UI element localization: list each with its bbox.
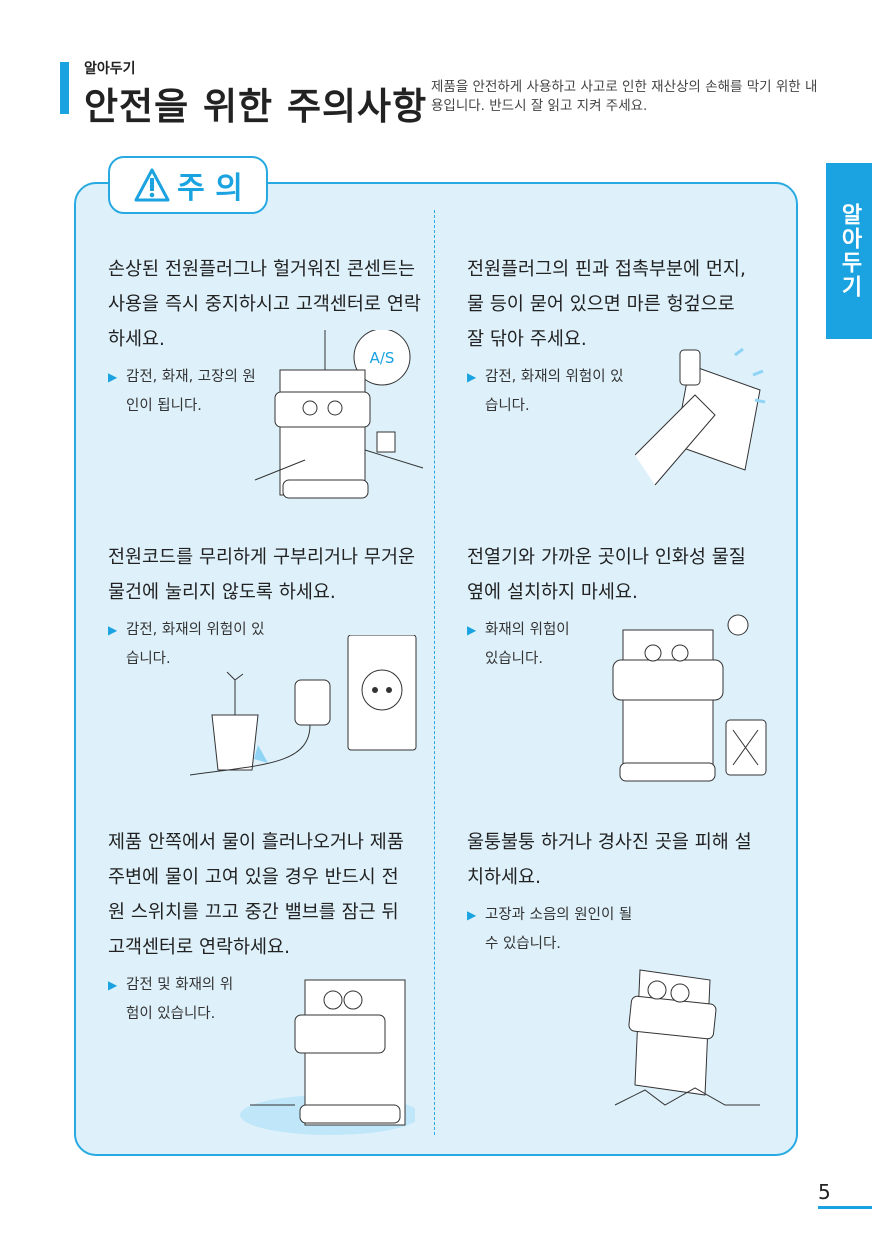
caution-item: 손상된 전원플러그나 헐거워진 콘센트는 사용을 즉시 중지하시고 고객센터로 … (108, 252, 428, 421)
caution-label: 주 의 (177, 171, 243, 206)
purifier-on-uneven-floor-illustration (614, 969, 760, 1106)
caution-item: 전열기와 가까운 곳이나 인화성 물질 옆에 설치하지 마세요. 화재의 위험이… (467, 540, 767, 674)
caution-note: 감전, 화재의 위험이 있습니다. (467, 363, 627, 421)
caution-note: 감전 및 화재의 위험이 있습니다. (108, 971, 243, 1029)
caution-text: 손상된 전원플러그나 헐거워진 콘센트는 사용을 즉시 중지하시고 고객센터로 … (108, 259, 421, 350)
section-kicker: 알아두기 (84, 61, 136, 77)
intro-text: 제품을 안전하게 사용하고 사고로 인한 재산상의 손해를 막기 위한 내용입니… (431, 79, 818, 114)
leaking-purifier-illustration (240, 979, 415, 1135)
warning-triangle-icon (134, 168, 170, 202)
caution-text: 울퉁불퉁 하거나 경사진 곳을 피해 설치하세요. (467, 832, 752, 888)
caution-note: 감전, 화재의 위험이 있습니다. (108, 616, 268, 674)
caution-note: 화재의 위험이 있습니다. (467, 616, 587, 674)
water-purifier-damaged-plug-illustration: A/S (254, 330, 424, 499)
caution-item: 울퉁불퉁 하거나 경사진 곳을 피해 설치하세요. 고장과 소음의 원인이 될 … (467, 825, 767, 959)
caution-item: 제품 안쪽에서 물이 흘러나오거나 제품 주변에 물이 고여 있을 경우 반드시… (108, 825, 413, 1029)
caution-badge: 주 의 (108, 156, 268, 214)
column-divider (434, 210, 435, 1135)
wiping-plug-illustration (635, 347, 766, 486)
purifier-near-heater-illustration (612, 614, 767, 782)
caution-text: 전원코드를 무리하게 구부리거나 무거운 물건에 눌리지 않도록 하세요. (108, 547, 415, 603)
caution-text: 제품 안쪽에서 물이 흘러나오거나 제품 주변에 물이 고여 있을 경우 반드시… (108, 832, 404, 958)
caution-item: 전원플러그의 핀과 접촉부분에 먼지, 물 등이 묻어 있으면 마른 헝겊으로 … (467, 252, 757, 421)
as-bubble-text: A/S (370, 349, 395, 367)
page-number: 5 (818, 1180, 831, 1204)
caution-item: 전원코드를 무리하게 구부리거나 무거운 물건에 눌리지 않도록 하세요. 감전… (108, 540, 418, 674)
page-title: 안전을 위한 주의사항 (84, 85, 428, 128)
caution-text: 전원플러그의 핀과 접촉부분에 먼지, 물 등이 묻어 있으면 마른 헝겊으로 … (467, 259, 746, 350)
caution-note: 감전, 화재, 고장의 원인이 됩니다. (108, 363, 258, 421)
side-tab[interactable]: 알아두기 (826, 163, 872, 339)
cord-under-flowerpot-illustration (190, 635, 417, 776)
page-number-underline (818, 1206, 872, 1209)
caution-note: 고장과 소음의 원인이 될 수 있습니다. (467, 901, 637, 959)
title-accent-bar (60, 62, 69, 114)
caution-text: 전열기와 가까운 곳이나 인화성 물질 옆에 설치하지 마세요. (467, 547, 746, 603)
